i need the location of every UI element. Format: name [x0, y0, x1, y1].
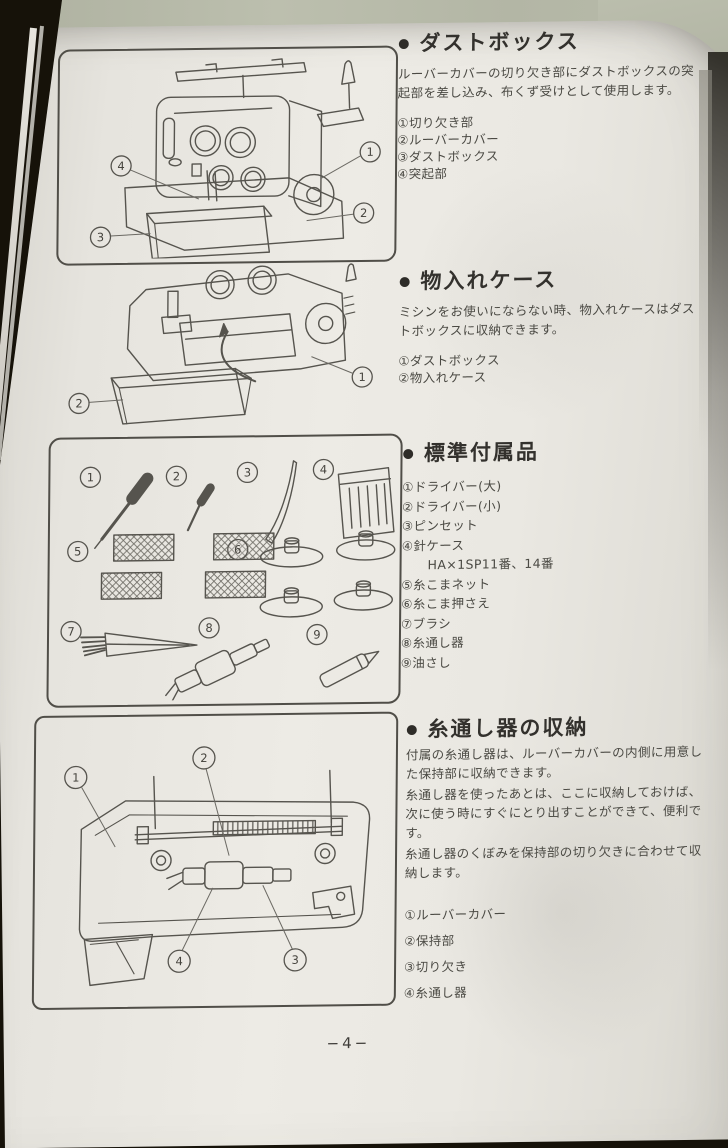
accessories-diagram: 1 2 3 4 5 6 7	[46, 433, 403, 708]
callout-9: 9	[306, 623, 328, 646]
svg-text:9: 9	[313, 628, 320, 642]
accessories-illustration: 1 2 3 4 5 6 7	[60, 458, 396, 702]
callout-3: 3	[89, 226, 151, 248]
svg-text:5: 5	[74, 544, 81, 558]
callout-1: 1	[320, 141, 381, 179]
page-number: −4−	[326, 1033, 371, 1053]
section-title-threader-storage: ● 糸通し器の収納	[406, 710, 708, 744]
callout-2: 2	[165, 465, 188, 487]
svg-text:1: 1	[359, 370, 366, 384]
dust-box-diagram: 1 2 3 4	[56, 45, 399, 266]
section-bullet-icon: ●	[406, 722, 420, 738]
svg-text:6: 6	[234, 542, 241, 556]
printed-content: 1 2 3 4	[31, 24, 709, 1053]
section-title-storage-case: ● 物入れケース	[399, 262, 701, 296]
svg-text:2: 2	[75, 396, 82, 410]
svg-text:3: 3	[244, 465, 251, 479]
callout-1: 1	[311, 356, 373, 388]
svg-text:3: 3	[291, 953, 298, 967]
svg-text:4: 4	[117, 159, 124, 173]
section-body: 糸通し器のくぼみを保持部の切り欠きに合わせて収納します。	[404, 842, 702, 881]
legend-item: ④糸通し器	[403, 984, 468, 1001]
callout-1: 1	[79, 466, 102, 488]
list-item: ⑨油さし	[400, 654, 452, 671]
section-title-accessories: ● 標準付属品	[402, 434, 704, 468]
callout-3: 3	[236, 461, 259, 484]
book-fore-edge-highlight	[699, 70, 712, 450]
callout-3: 3	[262, 885, 307, 972]
section-title-text: 物入れケース	[420, 267, 558, 294]
svg-text:3: 3	[97, 230, 104, 244]
legend-item: ③切り欠き	[404, 958, 468, 975]
section-body: ルーバーカバーの切り欠き部にダストボックスの突起部を差し込み、布くず受けとして使…	[397, 62, 695, 101]
section-threader-storage: ● 糸通し器の収納 付属の糸通し器は、ルーバーカバーの内側に用意した保持部に収納で…	[404, 710, 709, 1007]
looper-cover-illustration: 1 2 3 4	[64, 746, 371, 987]
svg-text:4: 4	[175, 954, 182, 968]
callout-5: 5	[67, 540, 89, 563]
section-bullet-icon: ●	[398, 274, 413, 290]
section-dust-box: ● ダストボックス ルーバーカバーの切り欠き部にダストボックスの突起部を差し込み、…	[397, 24, 700, 183]
legend-item: ①ルーバーカバー	[404, 906, 507, 923]
svg-text:1: 1	[87, 470, 94, 484]
legend-item: ②保持部	[404, 932, 455, 949]
svg-text:2: 2	[200, 751, 207, 765]
svg-text:4: 4	[320, 462, 327, 476]
callout-6: 6	[227, 538, 249, 561]
svg-text:1: 1	[366, 145, 373, 159]
section-title-text: 糸通し器の収納	[427, 715, 589, 742]
section-title-text: 標準付属品	[423, 439, 539, 466]
section-title-text: ダストボックス	[419, 29, 580, 56]
callout-7: 7	[60, 620, 82, 643]
sewing-machine-illustration: 1 2 3 4	[89, 58, 381, 260]
svg-text:7: 7	[67, 625, 74, 639]
section-bullet-icon: ●	[402, 446, 416, 462]
section-storage-case: ● 物入れケース ミシンをお使いにならない時、物入れケースはダストボックスに収納で…	[398, 262, 701, 387]
callout-4: 4	[110, 155, 200, 200]
callout-2: 2	[68, 392, 124, 415]
callout-4: 4	[312, 458, 335, 481]
threader-storage-diagram: 1 2 3 4	[31, 711, 399, 1011]
svg-text:1: 1	[72, 770, 79, 784]
callout-legend: ①ルーバーカバー ②保持部 ③切り欠き ④糸通し器	[404, 899, 707, 1007]
callout-legend: ①切り欠き部 ②ルーバーカバー ③ダストボックス ④突起部	[397, 111, 700, 183]
accessories-list: ①ドライバー(大) ②ドライバー(小) ③ピンセット ④針ケース HA×1SP1…	[401, 474, 705, 673]
legend-item: ②物入れケース	[398, 369, 487, 386]
section-bullet-icon: ●	[398, 36, 412, 52]
section-body: 付属の糸通し器は、ルーバーカバーの内側に用意した保持部に収納できます。	[405, 743, 703, 782]
callout-8: 8	[198, 617, 220, 639]
section-body: 糸通し器を使ったあとは、ここに収納しておけば、次に使う時にすぐにとり出すことがで…	[405, 783, 702, 841]
svg-text:2: 2	[173, 469, 180, 483]
section-body: ミシンをお使いにならない時、物入れケースはダストボックスに収納できます。	[398, 300, 695, 339]
svg-text:8: 8	[205, 621, 212, 635]
svg-text:2: 2	[360, 206, 367, 220]
callout-2: 2	[192, 746, 230, 856]
section-accessories: ● 標準付属品 ①ドライバー(大) ②ドライバー(小) ③ピンセット ④針ケース …	[401, 434, 705, 673]
callout-legend: ①ダストボックス ②物入れケース	[398, 349, 700, 387]
callout-4: 4	[167, 887, 214, 973]
callout-1: 1	[64, 765, 116, 848]
storage-case-illustration: 1 2	[68, 263, 373, 425]
legend-item: ④突起部	[396, 165, 448, 182]
callout-2: 2	[306, 202, 375, 224]
storage-case-diagram: 1 2	[49, 258, 394, 434]
section-title-dust-box: ● ダストボックス	[398, 24, 700, 58]
book-fore-edge	[708, 52, 728, 672]
